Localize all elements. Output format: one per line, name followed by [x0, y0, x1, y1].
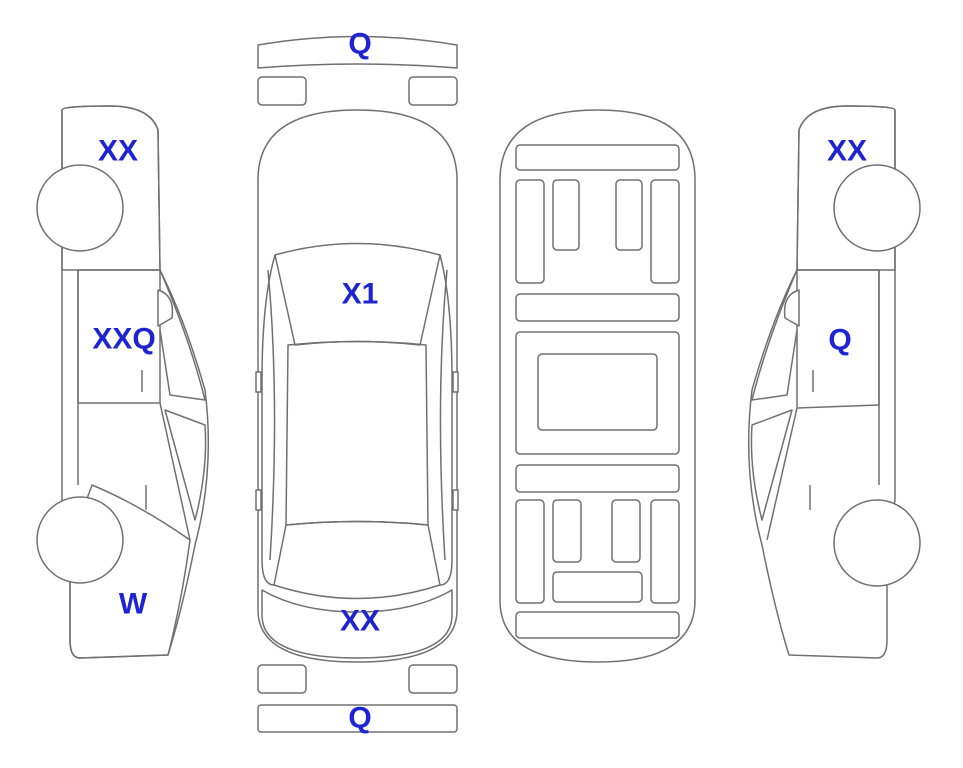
right-mirror-shape [783, 289, 800, 327]
left-rear-quarter-panel[interactable] [69, 484, 191, 659]
damage-labels: Q X1 XX Q XX XXQ W XX Q [92, 28, 867, 735]
front-right-light [408, 76, 458, 106]
underside-rear-right-rail [650, 499, 680, 604]
right-front-wheel [833, 164, 921, 252]
trunk-code: XX [340, 605, 380, 638]
left-rear-wheel [36, 496, 124, 584]
car-right-side-view [747, 105, 921, 659]
left-rear-mirror [255, 489, 262, 511]
underside-rear-left-rail [515, 499, 545, 604]
car-left-side-view [36, 105, 210, 659]
underside-front-left-rail [515, 179, 545, 284]
underside-cross-bar-1 [515, 293, 680, 322]
left-rear-quarter-code: W [119, 588, 148, 621]
underside-rear-bar [515, 611, 680, 639]
rear-bumper-panel[interactable] [257, 704, 458, 733]
front-bumper-code: Q [348, 28, 371, 61]
rear-right-light [408, 664, 458, 694]
right-rear-wheel [833, 499, 921, 587]
left-mirror [255, 371, 262, 393]
front-bumper-panel[interactable] [257, 35, 458, 69]
right-front-door-code: Q [828, 324, 851, 357]
front-left-light [257, 76, 307, 106]
right-side-line [439, 269, 448, 561]
underside-front-left-inner [552, 179, 580, 251]
underside-rear-left-inner [552, 499, 582, 563]
left-door-line [159, 402, 191, 541]
right-rear-window [750, 409, 793, 521]
left-front-fender-panel[interactable] [61, 105, 161, 271]
right-glass-line [751, 269, 798, 401]
underside-front-right-inner [615, 179, 643, 251]
underside-front-bar [515, 144, 680, 171]
right-rear-mirror [452, 489, 459, 511]
underside-center-panel [537, 353, 658, 431]
left-front-wheel [36, 164, 124, 252]
left-rear-window [164, 409, 207, 521]
rear-bumper-code: Q [348, 702, 371, 735]
underside-cross-bar-2 [515, 464, 680, 493]
underside-rear-tank [552, 571, 643, 603]
right-front-fender-code: XX [827, 135, 867, 168]
left-front-door-code: XXQ [92, 323, 155, 356]
underside-rear-right-inner [611, 499, 641, 563]
trunk-panel[interactable] [261, 589, 453, 659]
right-front-fender-panel[interactable] [796, 105, 896, 271]
left-side-line [267, 269, 276, 561]
left-front-fender-code: XX [98, 135, 138, 168]
left-mirror-shape [157, 289, 174, 327]
underside-front-right-rail [650, 179, 680, 284]
car-top-view [255, 35, 459, 733]
right-door-line [766, 407, 798, 541]
left-glass-line [159, 269, 206, 401]
right-mirror [452, 371, 459, 393]
car-underside-view [499, 109, 696, 663]
rear-left-light [257, 664, 307, 694]
hood-code: X1 [342, 278, 379, 311]
rear-window [273, 520, 441, 600]
